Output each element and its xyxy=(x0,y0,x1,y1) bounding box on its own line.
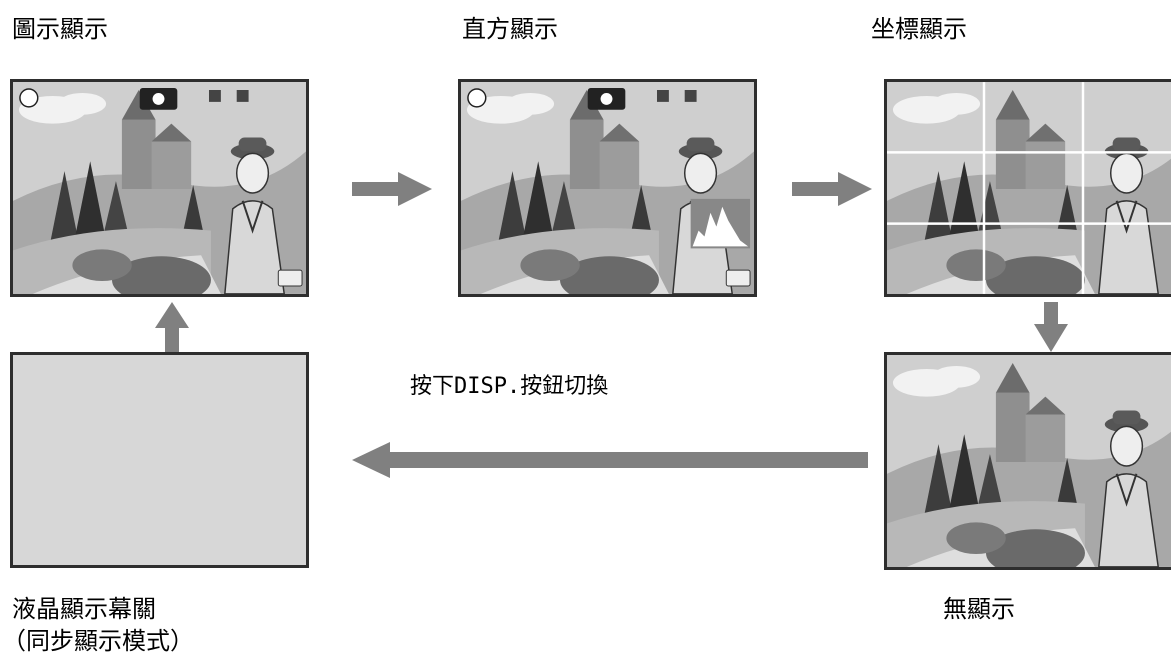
no-display-screen xyxy=(884,352,1171,570)
battery-icon xyxy=(725,269,751,287)
size-icon xyxy=(236,90,249,102)
arrow-up-icon xyxy=(155,302,189,352)
arrow-left-icon xyxy=(352,442,868,478)
scene-image xyxy=(461,82,754,294)
quality-icon xyxy=(208,90,221,102)
switch-caption: 按下DISP.按鈕切換 xyxy=(410,374,609,399)
arrow-right-icon xyxy=(792,172,872,206)
scene-image xyxy=(13,82,306,294)
lcd-off-title: 液晶顯示幕關 xyxy=(12,595,156,623)
battery-icon xyxy=(277,269,303,287)
histogram-graph xyxy=(690,198,751,249)
grid-display-title: 坐標顯示 xyxy=(871,15,967,43)
grid-lines xyxy=(887,82,1171,294)
flash-icon xyxy=(467,88,487,108)
histogram-display-screen xyxy=(458,79,757,297)
arrow-right-icon xyxy=(352,172,432,206)
grid-display-screen xyxy=(884,79,1171,297)
icon-display-title: 圖示顯示 xyxy=(12,15,108,43)
histogram-display-title: 直方顯示 xyxy=(462,15,558,43)
quality-icon xyxy=(656,90,669,102)
no-display-title: 無顯示 xyxy=(943,595,1015,623)
sync-mode-subtitle: （同步顯示模式） xyxy=(2,627,194,655)
size-icon xyxy=(684,90,697,102)
scene-image xyxy=(887,82,1171,294)
icon-display-screen xyxy=(10,79,309,297)
flash-icon xyxy=(19,88,39,108)
arrow-down-icon xyxy=(1034,302,1068,352)
scene-image xyxy=(887,355,1171,567)
lcd-off-screen xyxy=(10,352,309,568)
